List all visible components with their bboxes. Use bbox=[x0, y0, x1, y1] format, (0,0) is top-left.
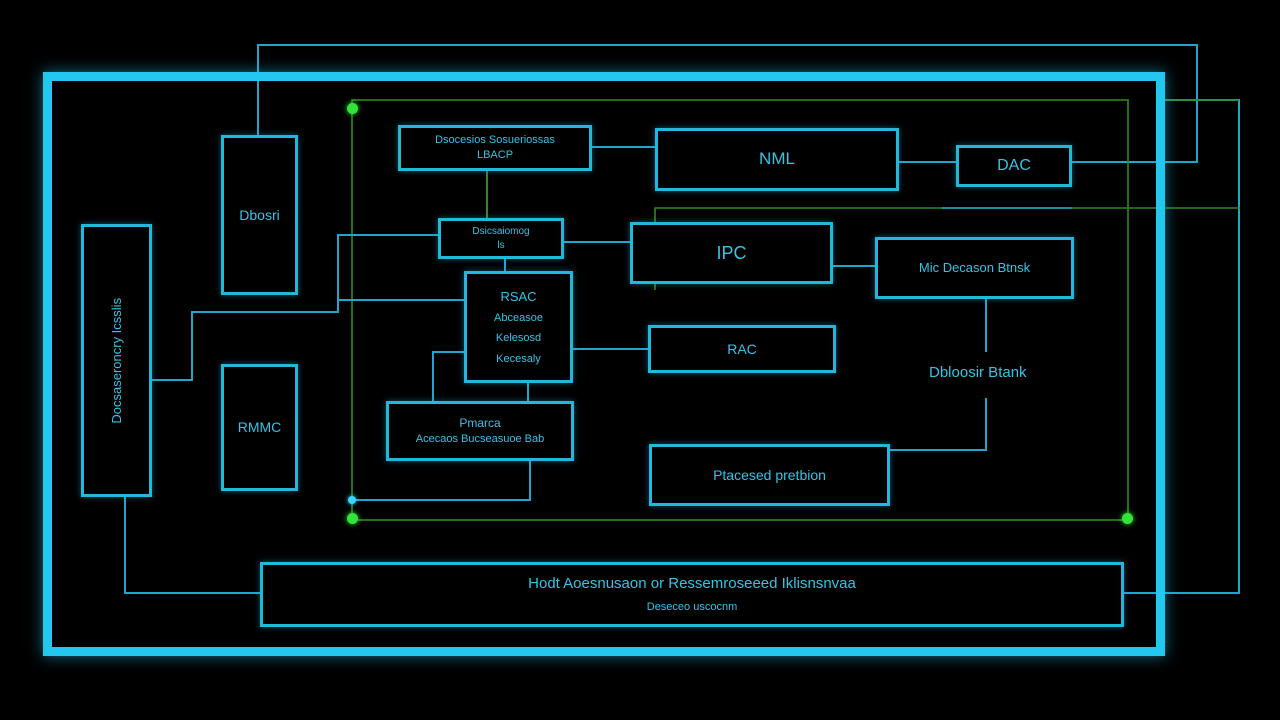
center-small-block-line1: Dsicsaiomog bbox=[472, 226, 530, 237]
mic-block: Mic Decason Btnsk bbox=[875, 237, 1074, 299]
wire-lower-to-bottom bbox=[352, 460, 531, 501]
center-core-block-line1: RSAC bbox=[500, 288, 537, 304]
rac-block-label: RAC bbox=[727, 340, 757, 357]
ipc-block-label: IPC bbox=[716, 242, 747, 263]
right-floating-label: Dbloosir Btank bbox=[929, 364, 1027, 381]
wire-left-to-center bbox=[152, 234, 440, 381]
node-dot-bottom-left bbox=[347, 513, 358, 524]
bottom-bar: Hodt Aoesnusaon or Ressemroseeed Iklisns… bbox=[260, 562, 1124, 627]
center-small-block-line2: ls bbox=[497, 239, 505, 251]
rac-block: RAC bbox=[648, 325, 836, 373]
processor-block: Ptacesed pretbion bbox=[649, 444, 890, 506]
center-lower-block-line2: Acecaos Bucseasuoe Bab bbox=[415, 432, 545, 445]
top-left-block-label: Dbosri bbox=[239, 206, 280, 223]
center-core-block: RSAC Abceasoe Kelesosd Kecesaly bbox=[464, 271, 573, 383]
center-lower-block-line1: Pmarca bbox=[459, 416, 501, 431]
nml-block-label: NML bbox=[759, 149, 795, 169]
inner-wires bbox=[152, 146, 1072, 501]
center-small-block: Dsicsaiomog ls bbox=[438, 218, 564, 259]
processor-block-label: Ptacesed pretbion bbox=[713, 466, 826, 483]
dac-block-label: DAC bbox=[997, 157, 1031, 175]
outer-frame bbox=[43, 72, 1165, 656]
left-tall-block: Docsaseroncry Icsslis bbox=[81, 224, 152, 497]
top-center-block-line1: Dsocesios Sosueriossas bbox=[435, 134, 555, 147]
top-center-block: Dsocesios Sosueriossas LBACP bbox=[398, 125, 592, 171]
left-small-block-label: RMMC bbox=[237, 419, 282, 436]
center-core-block-line4: Kecesaly bbox=[496, 352, 541, 365]
wire-left-bottom bbox=[124, 496, 262, 594]
bottom-bar-line2: Deseceo uscocnm bbox=[646, 601, 738, 614]
nml-block: NML bbox=[655, 128, 899, 191]
ipc-block: IPC bbox=[630, 222, 833, 284]
left-small-block: RMMC bbox=[221, 364, 298, 491]
wire-label-to-processor bbox=[889, 398, 987, 451]
node-dot-bottom-right bbox=[1122, 513, 1133, 524]
inner-region-border bbox=[351, 99, 1129, 521]
top-left-block: Dbosri bbox=[221, 135, 298, 295]
center-lower-block: Pmarca Acecaos Bucseasuoe Bab bbox=[386, 401, 574, 461]
bottom-bar-line1: Hodt Aoesnusaon or Ressemroseeed Iklisns… bbox=[528, 574, 856, 592]
node-dot-cyan bbox=[348, 496, 356, 504]
wire-core-to-lower bbox=[432, 351, 466, 402]
center-core-block-line3: Kelesosd bbox=[495, 332, 542, 345]
left-tall-block-label: Docsaseroncry Icsslis bbox=[108, 297, 124, 424]
top-center-block-line2: LBACP bbox=[476, 149, 514, 161]
dac-block: DAC bbox=[956, 145, 1072, 187]
center-core-block-line2: Abceasoe bbox=[494, 311, 543, 324]
node-dot-top-left bbox=[347, 103, 358, 114]
mic-block-label: Mic Decason Btnsk bbox=[918, 260, 1031, 276]
